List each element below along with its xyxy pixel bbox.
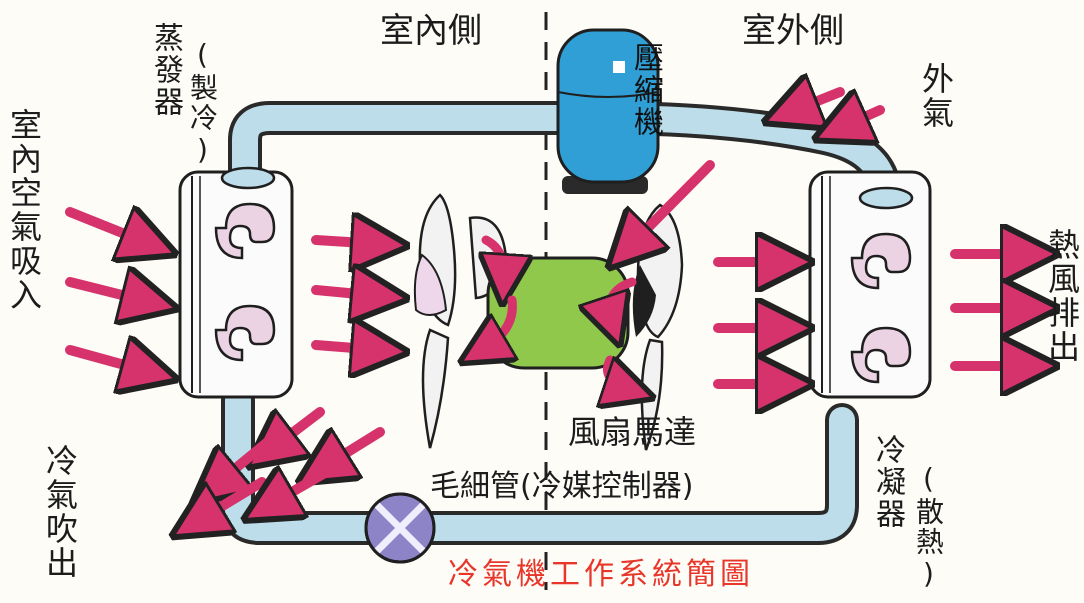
arrow-icon [311, 345, 380, 350]
label-condenser-note: (散熱) [912, 462, 945, 592]
label-fan-motor: 風扇馬達 [568, 413, 697, 451]
arrow-icon [65, 212, 150, 244]
label-compressor: 壓縮機 [628, 42, 663, 138]
arrow-icon [628, 160, 715, 248]
diagram-caption: 冷氣機工作系統簡圖 [448, 557, 754, 592]
label-hot-air-exhaust: 熱風排出 [1043, 228, 1081, 364]
arrow-icon [268, 470, 335, 506]
arrow-icon [608, 355, 631, 390]
label-evaporator-note: (製冷) [186, 38, 219, 168]
label-condenser: 冷凝器 [870, 434, 905, 530]
arrow-icon [486, 235, 504, 280]
label-cold-air-out: 冷氣吹出 [41, 444, 79, 580]
arrow-icon [610, 277, 637, 322]
arrow-icon [311, 290, 380, 296]
compressor-icon [556, 28, 660, 194]
evaporator-coil-icon [178, 166, 294, 399]
arrow-icon [214, 435, 275, 486]
arrow-icon [840, 110, 885, 128]
condenser-coil-icon [808, 170, 932, 399]
arrow-icon [311, 240, 380, 244]
label-evaporator: 蒸發器 [148, 22, 183, 118]
arrow-icon [270, 407, 325, 450]
label-outdoor-side: 室外側 [742, 11, 844, 51]
label-outside-air: 外氣 [917, 62, 955, 130]
arrow-icon [65, 282, 150, 302]
arrow-icon [790, 92, 845, 112]
arrow-icon [482, 295, 512, 350]
expansion-valve-icon [364, 492, 436, 564]
label-indoor-air-intake: 室內空氣吸入 [5, 108, 43, 312]
label-capillary: 毛細管(冷媒控制器) [430, 469, 694, 504]
arrow-icon [322, 432, 385, 468]
arrow-icon [65, 350, 150, 372]
airflow-arrows [65, 92, 1030, 522]
label-indoor-side: 室內側 [380, 11, 482, 51]
